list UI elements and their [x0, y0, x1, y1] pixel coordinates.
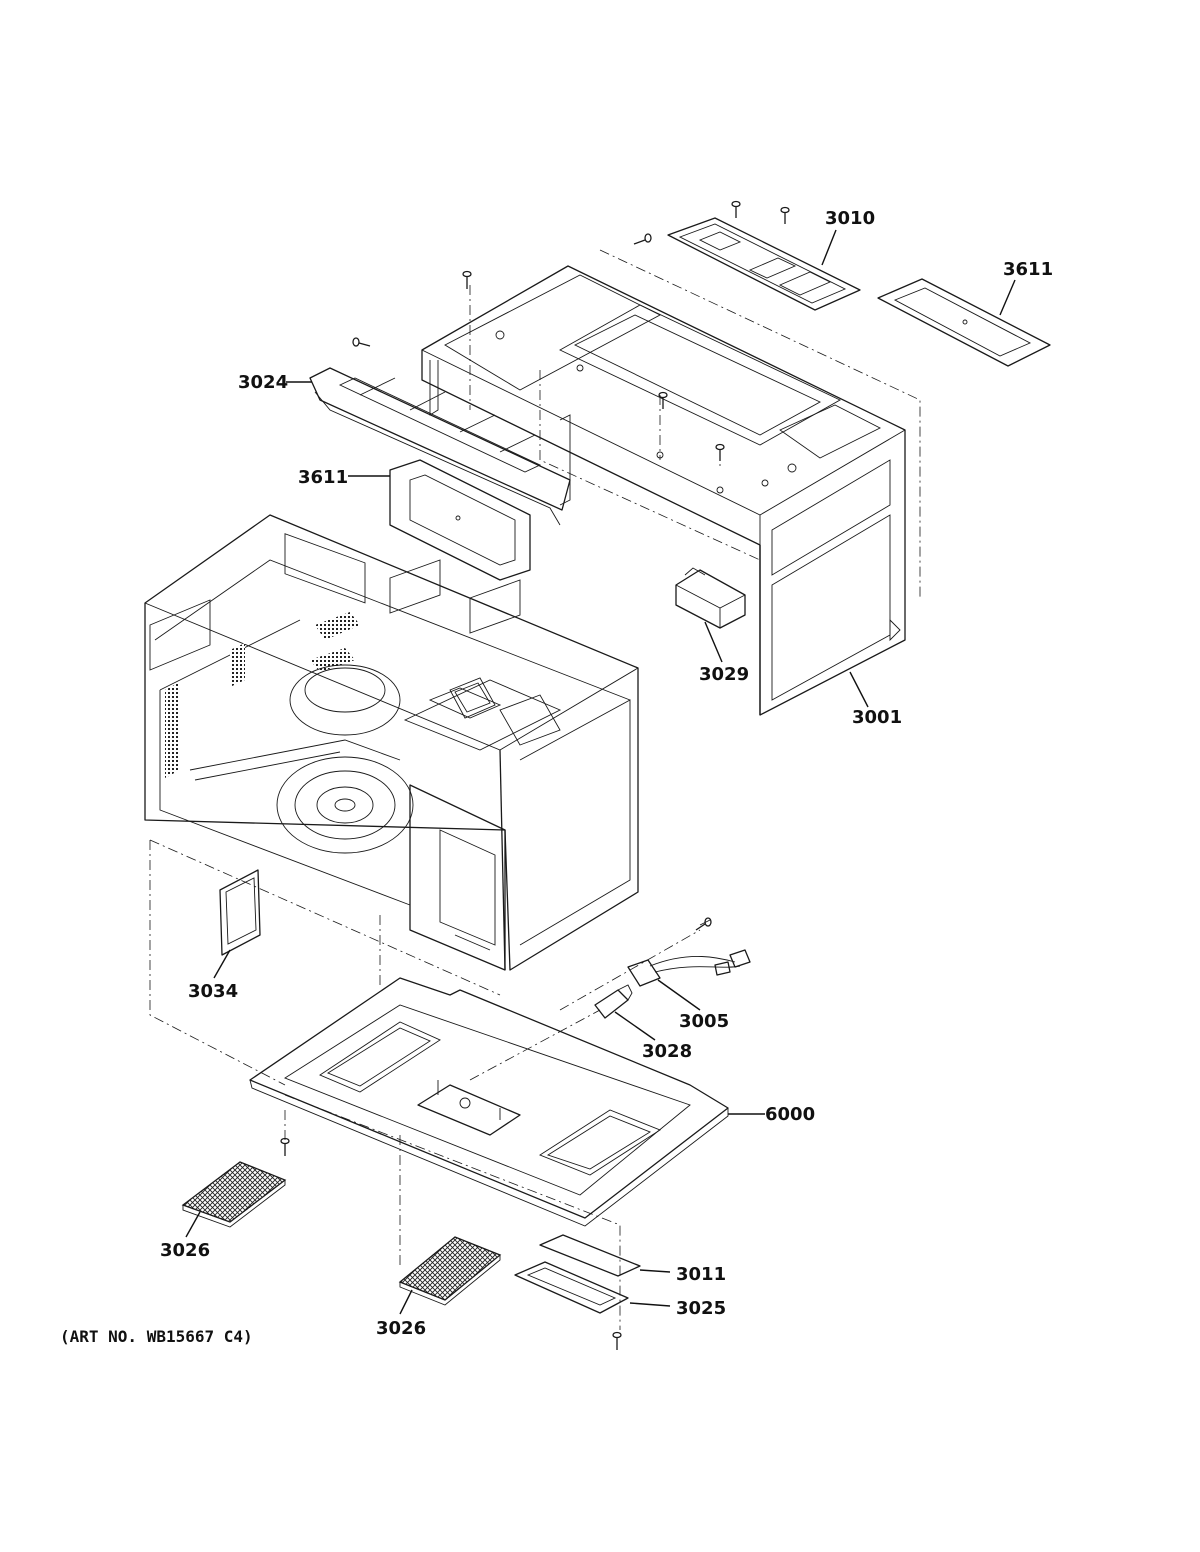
part-3611-right-filter	[877, 278, 1051, 367]
part-3034-cover	[219, 869, 261, 956]
callout-3611-left: 3611	[298, 467, 348, 488]
screw-icon	[731, 200, 741, 218]
callout-labels: 3010 3611 3024 3611 3029 3001 3034 3005 …	[160, 208, 1053, 1339]
part-3010-top-plate	[667, 217, 861, 311]
screw-icon	[612, 1331, 622, 1350]
callout-3034: 3034	[188, 981, 238, 1002]
screw-icon	[352, 337, 371, 347]
screws	[280, 200, 790, 1350]
part-main-cavity	[144, 514, 639, 971]
part-6000-bottom-plate	[249, 977, 729, 1227]
part-3611-left-filter	[389, 459, 531, 581]
screw-icon	[280, 1137, 290, 1156]
screw-icon	[633, 233, 652, 245]
callout-3026-middle: 3026	[376, 1318, 426, 1339]
part-3026-left-filter	[181, 1161, 287, 1228]
callout-3005: 3005	[679, 1011, 729, 1032]
leader-lines	[185, 229, 1016, 1315]
part-3028-bulb	[594, 984, 633, 1019]
part-3001-outer-case	[421, 265, 906, 716]
alignment-lines	[149, 249, 921, 1330]
callout-3028: 3028	[642, 1041, 692, 1062]
screw-icon	[715, 443, 725, 461]
callout-3026-left: 3026	[160, 1240, 210, 1261]
callout-3029: 3029	[699, 664, 749, 685]
callout-3024: 3024	[238, 372, 288, 393]
callout-3010: 3010	[825, 208, 875, 229]
part-3024-vent-grille	[309, 367, 571, 526]
callout-3001: 3001	[852, 707, 902, 728]
screw-icon	[462, 270, 472, 289]
art-number: (ART NO. WB15667 C4)	[60, 1327, 253, 1346]
part-3029-bracket	[675, 567, 746, 629]
callout-3025: 3025	[676, 1298, 726, 1319]
screw-icon	[695, 917, 712, 931]
part-3011-lens	[539, 1234, 641, 1277]
part-3005-harness	[627, 919, 751, 987]
callout-6000: 6000	[765, 1104, 815, 1125]
callout-3611-right: 3611	[1003, 259, 1053, 280]
part-3026-middle-filter	[398, 1236, 502, 1306]
screw-icon	[780, 206, 790, 224]
screw-icon	[658, 391, 668, 409]
part-3025-frame	[514, 1261, 629, 1314]
callout-3011: 3011	[676, 1264, 726, 1285]
